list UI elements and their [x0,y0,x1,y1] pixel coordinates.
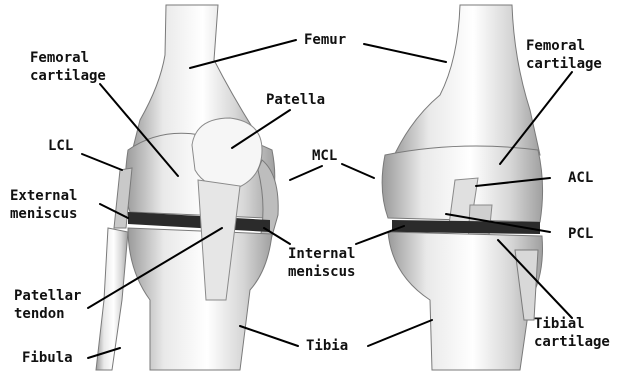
tibia-left [128,228,272,370]
label-acl: ACL [568,170,593,186]
leader-lcl [82,154,122,170]
label-femoral-cartilage-left-line2: cartilage [30,68,106,84]
label-tibial-cartilage-line2: cartilage [534,334,610,350]
label-femoral-cartilage-right-line2: cartilage [526,56,602,72]
label-fibula: Fibula [22,350,73,366]
patella-left [192,118,262,190]
leader-mcl-right [342,164,374,178]
label-internal-meniscus-line1: Internal [288,246,355,262]
fibula-left [96,228,128,370]
leader-tibia-right [368,320,432,346]
label-tibia: Tibia [306,338,348,354]
femur-right [392,5,540,160]
label-patella: Patella [266,92,325,108]
label-pcl: PCL [568,226,593,242]
label-patellar-tendon-line2: tendon [14,306,65,322]
label-mcl: MCL [312,148,337,164]
label-internal-meniscus-line2: meniscus [288,264,355,280]
label-lcl: LCL [48,138,73,154]
label-femur: Femur [304,32,346,48]
left-knee-model [96,5,278,370]
leader-tibia-left [240,326,298,346]
label-femoral-cartilage-right-line1: Femoral [526,38,585,54]
label-femoral-cartilage-left-line1: Femoral [30,50,89,66]
leader-femur-right [364,44,446,62]
label-patellar-tendon-line1: Patellar [14,288,81,304]
right-knee-model [382,5,542,370]
label-external-meniscus-line2: meniscus [10,206,77,222]
leader-mcl-left [290,166,322,180]
label-tibial-cartilage-line1: Tibial [534,316,585,332]
label-external-meniscus-line1: External [10,188,77,204]
